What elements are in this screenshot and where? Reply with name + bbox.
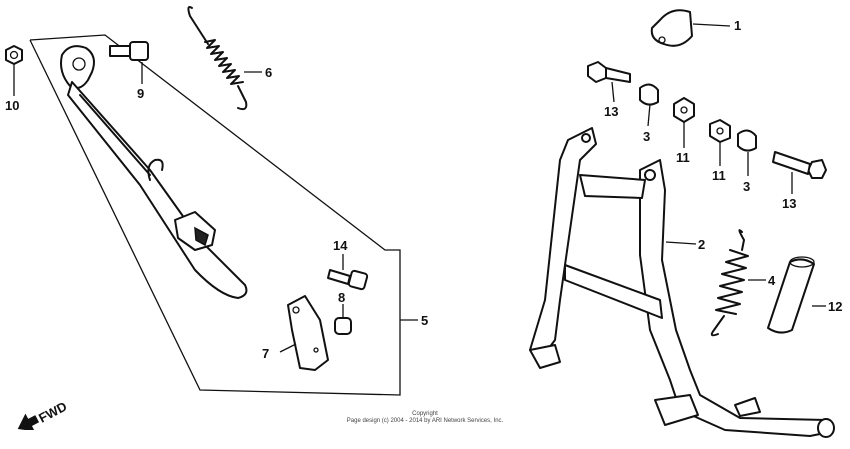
- nut-10: [5, 45, 23, 65]
- callout-6: 6: [265, 65, 272, 80]
- bolt-9: [109, 41, 149, 61]
- callout-4: 4: [768, 273, 776, 288]
- callout-7: 7: [262, 346, 269, 361]
- fwd-label: FWD: [36, 399, 69, 426]
- collar-8: [334, 317, 352, 335]
- collar-3a: [639, 83, 659, 106]
- bolt-13a: [587, 61, 631, 83]
- spring-6: [187, 6, 248, 111]
- callout-11b: 11: [712, 168, 726, 183]
- callout-1: 1: [734, 18, 741, 33]
- bracket-1: [650, 9, 693, 47]
- main-stand: [529, 127, 835, 438]
- callout-14: 14: [333, 238, 348, 253]
- callout-10: 10: [5, 98, 19, 113]
- nut-11b: [709, 119, 731, 143]
- callout-9: 9: [137, 86, 144, 101]
- forward-arrow-icon: FWD: [17, 399, 69, 432]
- side-stand: [60, 45, 248, 299]
- copyright-line-1: Copyright: [412, 411, 438, 417]
- bolt-13b: [772, 151, 827, 179]
- callout-12: 12: [828, 299, 842, 314]
- callout-3b: 3: [743, 179, 750, 194]
- copyright-line-2: Page design (c) 2004 - 2014 by ARI Netwo…: [346, 418, 504, 424]
- callout-labels: 1 2 3 3 4 5 6 7 8 9 10 11 11 12 13 13 14: [5, 18, 842, 361]
- rubber-pad-7: [287, 295, 329, 371]
- leader-lines: [13, 23, 826, 353]
- sleeve-12: [767, 256, 815, 334]
- copyright-notice: Copyright Page design (c) 2004 - 2014 by…: [300, 411, 550, 425]
- callout-2: 2: [698, 237, 705, 252]
- assembly-outline: [29, 34, 401, 396]
- spring-4: [710, 229, 749, 337]
- callout-13a: 13: [604, 104, 618, 119]
- callout-13b: 13: [782, 196, 796, 211]
- callout-11a: 11: [676, 150, 690, 165]
- callout-8: 8: [338, 290, 345, 305]
- fwd-indicator: FWD: [10, 390, 80, 432]
- callout-3a: 3: [643, 129, 650, 144]
- bolt-14: [327, 269, 369, 291]
- collar-3b: [737, 129, 757, 152]
- nut-11a: [673, 97, 695, 123]
- callout-5: 5: [421, 313, 428, 328]
